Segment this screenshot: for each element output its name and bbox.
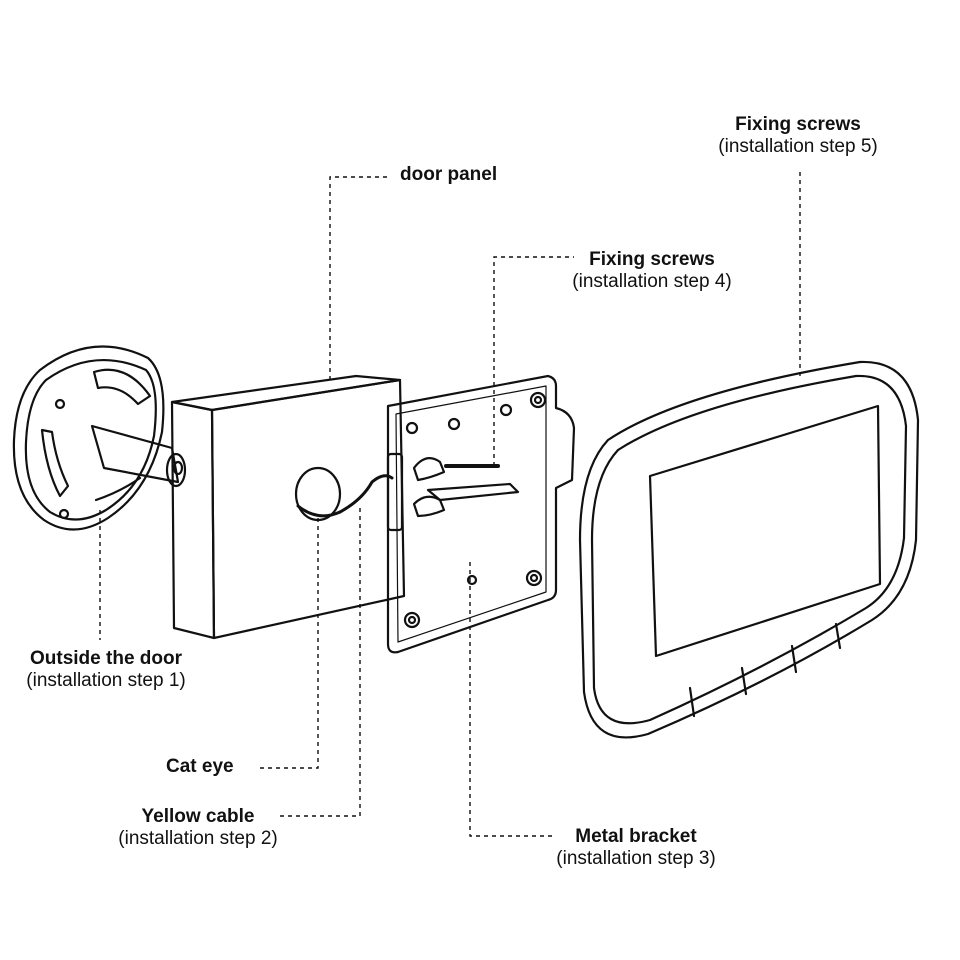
label-yellow-cable-subtitle: (installation step 2) (118, 828, 278, 849)
monitor-screen-unit (578, 360, 920, 739)
label-metal-bracket-title: Metal bracket (575, 826, 697, 847)
label-fixing-screws-step4: Fixing screws (installation step 4) (552, 249, 752, 293)
label-fixing-screws-step5-title: Fixing screws (735, 114, 861, 135)
label-outside-door-title: Outside the door (30, 648, 182, 669)
label-fixing-screws-step4-title: Fixing screws (589, 249, 715, 270)
label-door-panel: door panel (400, 164, 497, 186)
label-cat-eye: Cat eye (166, 756, 234, 778)
label-yellow-cable: Yellow cable (installation step 2) (98, 806, 298, 850)
outside-cat-eye-mount (12, 345, 187, 531)
leader-door-panel (329, 176, 390, 380)
leader-yellow-cable (276, 508, 361, 817)
leader-metal-bracket (469, 562, 556, 837)
label-fixing-screws-step5: Fixing screws (installation step 5) (698, 114, 898, 158)
label-outside-door: Outside the door (installation step 1) (6, 648, 206, 692)
label-cat-eye-title: Cat eye (166, 756, 234, 777)
label-metal-bracket: Metal bracket (installation step 3) (536, 826, 736, 870)
label-outside-door-subtitle: (installation step 1) (26, 670, 186, 691)
metal-bracket (386, 374, 576, 654)
label-fixing-screws-step4-subtitle: (installation step 4) (572, 271, 732, 292)
label-fixing-screws-step5-subtitle: (installation step 5) (718, 136, 878, 157)
leader-cat-eye (256, 518, 319, 769)
label-yellow-cable-title: Yellow cable (141, 806, 255, 827)
door-panel-block (170, 374, 406, 640)
leader-screws-step4 (493, 256, 574, 466)
label-door-panel-title: door panel (400, 164, 498, 185)
label-metal-bracket-subtitle: (installation step 3) (556, 848, 716, 869)
leader-lines (99, 172, 801, 837)
